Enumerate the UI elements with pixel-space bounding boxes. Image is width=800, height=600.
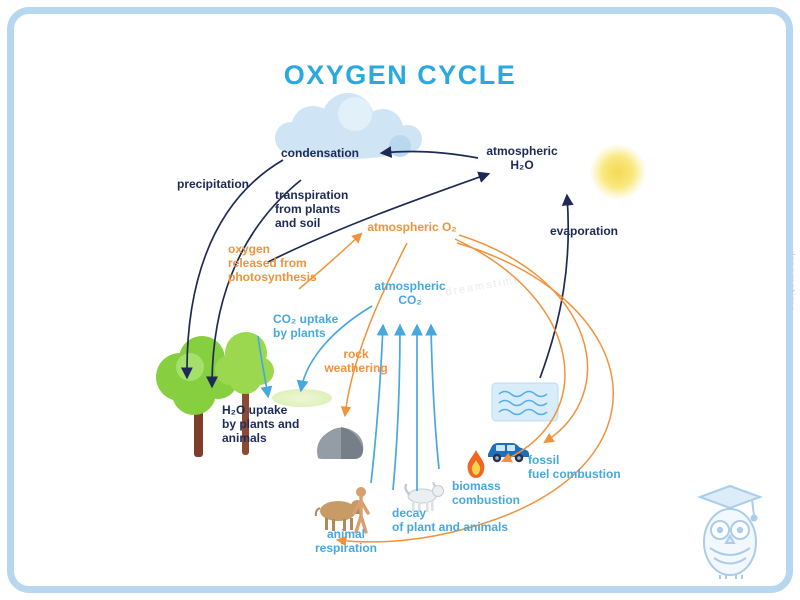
label-oxygen-released: oxygen released from photosynthesis (228, 242, 317, 284)
owl-logo-icon (697, 484, 763, 579)
label-h2o-uptake: H₂O uptake by plants and animals (222, 403, 300, 445)
arrow-h2o-uptake (257, 335, 273, 399)
label-co2-uptake: CO₂ uptake by plants (273, 312, 339, 340)
label-condensation: condensation (280, 146, 360, 160)
label-atmospheric-h2o: atmospheric H₂O (486, 144, 558, 172)
page-title: OXYGEN CYCLE (283, 60, 517, 91)
arrow-o2-respiration (335, 242, 614, 547)
label-rock-weathering: rock weathering (324, 347, 388, 375)
sun-icon (590, 144, 646, 200)
arrow-photosynthesis-o2 (298, 232, 363, 290)
label-fossil-fuel: fossil fuel combustion (528, 453, 621, 481)
label-evaporation: evaporation (549, 224, 619, 238)
water-icon (491, 382, 559, 422)
arrow-co2-from-fossil (425, 323, 440, 470)
human-icon (352, 487, 370, 534)
arrow-o2-biomass (454, 238, 566, 463)
arrow-h2o-to-condensation (379, 146, 479, 159)
label-precipitation: precipitation (176, 177, 250, 191)
trees-icon (156, 332, 274, 457)
label-biomass: biomass combustion (452, 479, 520, 507)
label-decay: decay of plant and animals (392, 506, 509, 534)
label-transpiration: transpiration from plants and soil (275, 188, 349, 230)
arrow-rock-weathering (340, 242, 408, 418)
arrow-precipitation-2 (206, 179, 302, 389)
grass-icon (272, 389, 332, 407)
label-animal-respiration: animal respiration (314, 527, 378, 555)
arrow-transpiration (267, 171, 491, 263)
arrow-precipitation-1 (180, 159, 284, 380)
rock-icon (317, 427, 364, 459)
cloud-icon (275, 93, 422, 159)
arrow-o2-fossil-fuel (458, 234, 589, 444)
arrow-evaporation (539, 193, 574, 379)
watermark-vertical: dreamstime (785, 250, 796, 313)
label-atmospheric-co2: atmospheric CO₂ (374, 279, 446, 307)
arrow-co2-from-animals (392, 323, 406, 491)
flame-icon (467, 450, 485, 478)
dog-icon (404, 482, 444, 512)
label-atmospheric-o2: atmospheric O₂ (367, 220, 457, 234)
arrow-co2-from-decay (370, 323, 389, 484)
arrow-co2-uptake (296, 305, 373, 393)
